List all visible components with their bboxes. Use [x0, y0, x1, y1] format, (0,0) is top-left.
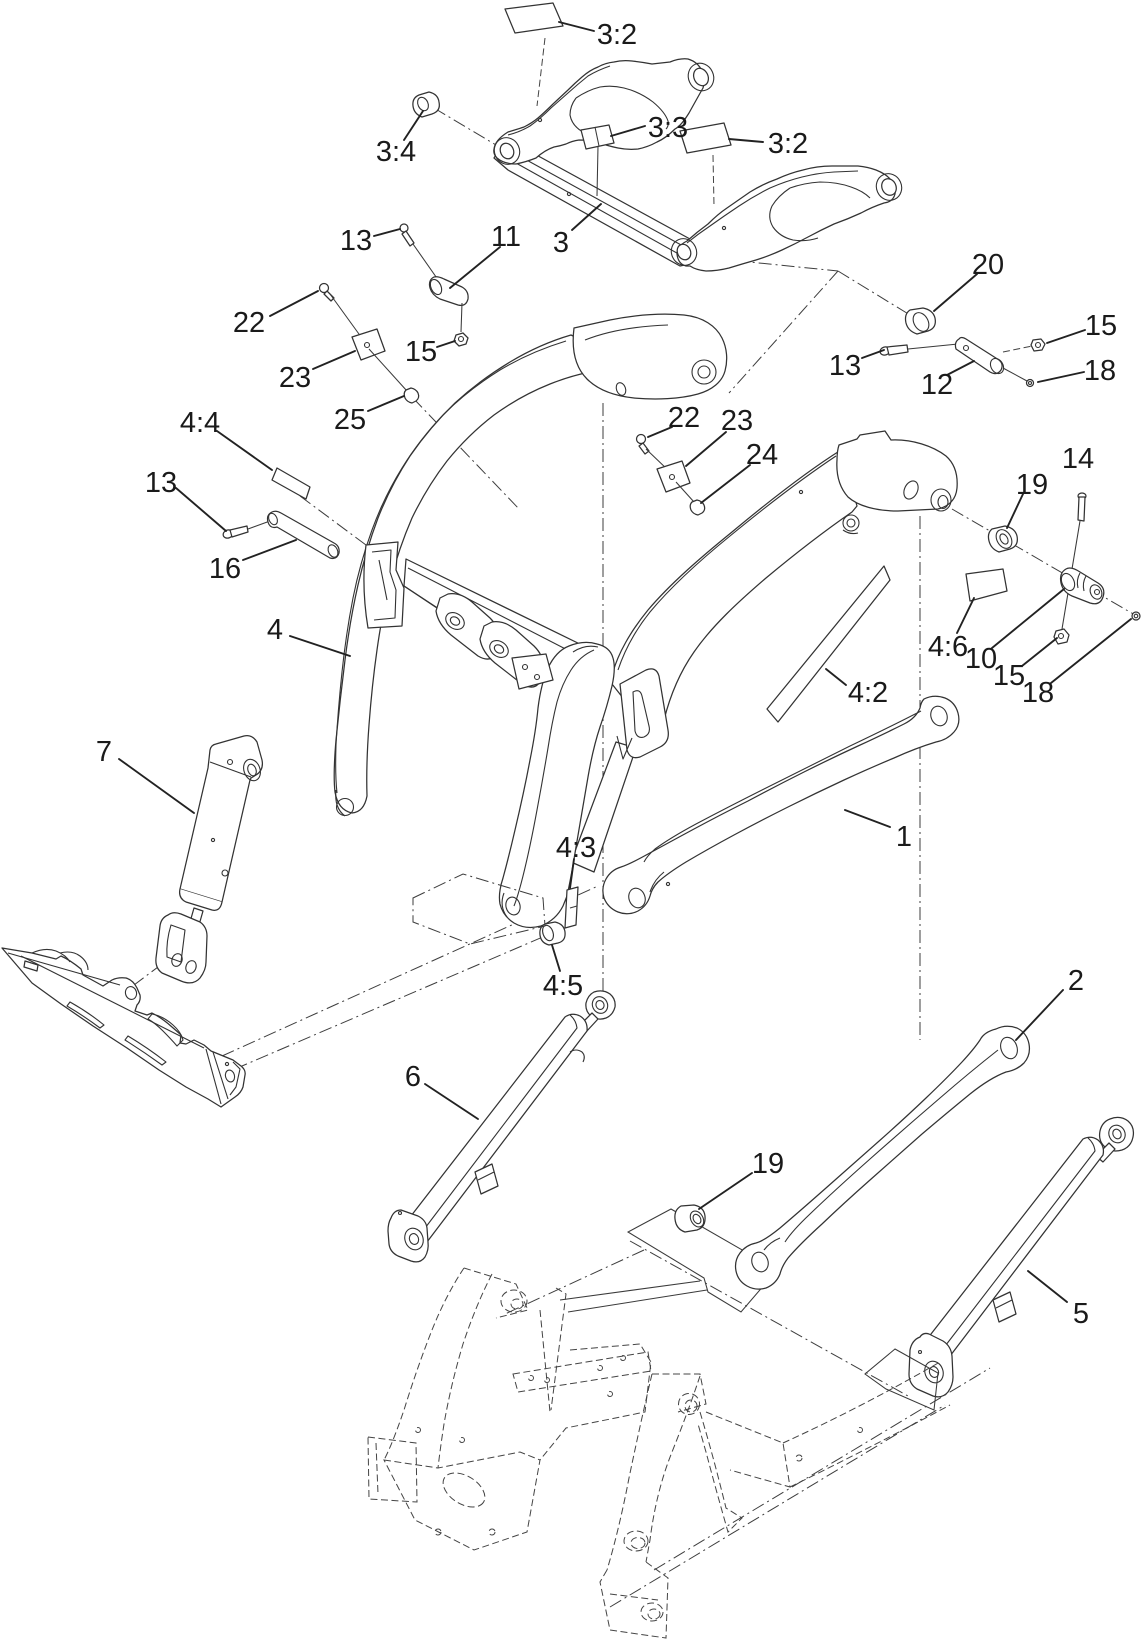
svg-text:4:5: 4:5	[543, 970, 583, 1002]
svg-text:16: 16	[209, 553, 241, 585]
svg-text:19: 19	[1016, 469, 1048, 501]
svg-text:11: 11	[491, 221, 521, 253]
svg-text:4:6: 4:6	[928, 631, 968, 663]
svg-text:3:2: 3:2	[768, 128, 808, 160]
svg-text:3:2: 3:2	[597, 19, 637, 51]
svg-text:13: 13	[145, 467, 177, 499]
svg-text:3:4: 3:4	[376, 136, 416, 168]
svg-text:4: 4	[267, 614, 283, 646]
svg-text:23: 23	[279, 362, 311, 394]
svg-text:19: 19	[752, 1148, 784, 1180]
svg-text:18: 18	[1084, 355, 1116, 387]
svg-text:4:4: 4:4	[180, 407, 220, 439]
svg-text:15: 15	[1085, 310, 1117, 342]
svg-text:10: 10	[965, 643, 997, 675]
svg-text:13: 13	[829, 350, 861, 382]
svg-text:7: 7	[96, 736, 112, 768]
svg-text:20: 20	[972, 249, 1004, 281]
svg-text:14: 14	[1062, 443, 1094, 475]
svg-text:1: 1	[896, 821, 912, 853]
svg-text:4:2: 4:2	[848, 677, 888, 709]
svg-text:2: 2	[1068, 965, 1084, 997]
svg-text:22: 22	[668, 402, 700, 434]
svg-text:23: 23	[721, 405, 753, 437]
svg-text:13: 13	[340, 225, 372, 257]
svg-text:15: 15	[405, 336, 437, 368]
svg-text:6: 6	[405, 1061, 421, 1093]
svg-text:25: 25	[334, 404, 366, 436]
svg-text:18: 18	[1022, 677, 1054, 709]
svg-text:22: 22	[233, 307, 265, 339]
svg-text:3: 3	[553, 227, 569, 259]
svg-text:3:3: 3:3	[648, 112, 688, 144]
svg-text:12: 12	[921, 369, 953, 401]
svg-text:4:3: 4:3	[556, 832, 596, 864]
svg-text:5: 5	[1073, 1298, 1089, 1330]
svg-text:24: 24	[746, 439, 778, 471]
svg-text:15: 15	[993, 660, 1025, 692]
